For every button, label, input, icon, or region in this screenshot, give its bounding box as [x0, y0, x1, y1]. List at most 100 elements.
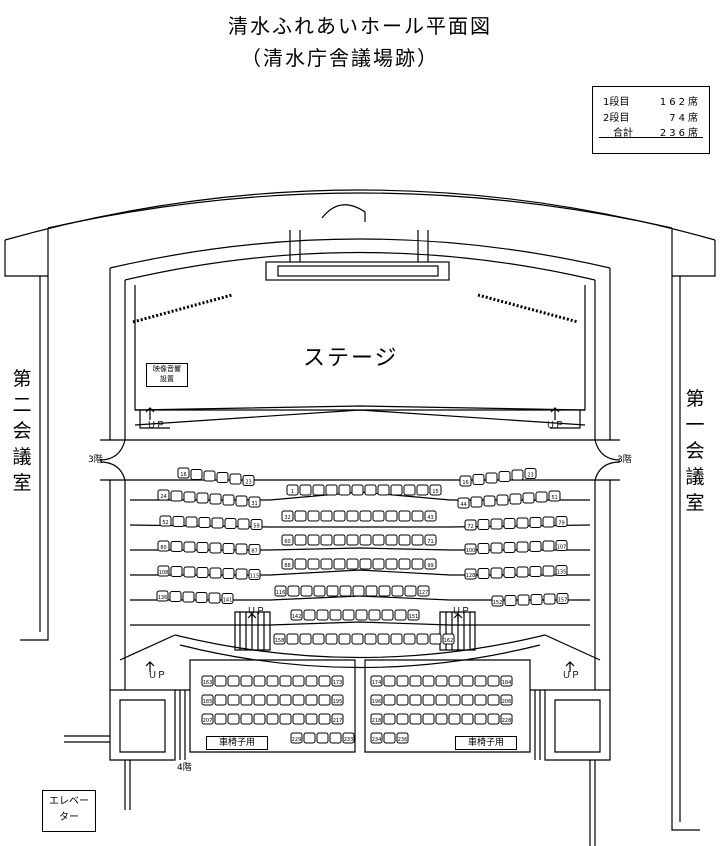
seat: [157, 489, 170, 501]
seat: [368, 609, 381, 621]
left-room-wall: [20, 276, 49, 641]
seat: [240, 694, 253, 706]
seat: [331, 675, 344, 687]
seat: [498, 471, 511, 482]
seat: [396, 713, 409, 725]
seat: [209, 493, 222, 505]
seat-number: 157: [558, 598, 568, 604]
seat: [185, 516, 198, 528]
seat: [377, 633, 390, 645]
seat: [524, 468, 537, 479]
seat: [227, 694, 240, 706]
legend-value: 236席: [659, 128, 701, 139]
seat: [503, 567, 516, 578]
legend-value: 74席: [669, 113, 701, 124]
seat-number: 174: [372, 680, 382, 686]
seat: [248, 569, 261, 580]
seat: [203, 470, 216, 482]
seat: [182, 591, 195, 603]
seat: [385, 534, 398, 546]
seat: [422, 675, 435, 687]
seat: [390, 484, 403, 496]
seat: [305, 694, 318, 706]
seat-number: 195: [333, 699, 343, 705]
seat: [201, 713, 214, 725]
seat: [404, 585, 417, 597]
seat-number: 228: [502, 718, 512, 724]
seat: [316, 732, 329, 744]
seat-number: 108: [159, 570, 169, 576]
seat: [177, 467, 190, 479]
seat: [227, 675, 240, 687]
seat-number: 233: [344, 737, 354, 743]
seat: [352, 585, 365, 597]
seat: [370, 713, 383, 725]
seat: [500, 713, 513, 725]
seat: [294, 510, 307, 522]
seat: [331, 713, 344, 725]
seat-number: 158: [275, 638, 285, 644]
seat: [435, 694, 448, 706]
seat-number: 115: [250, 574, 260, 580]
seat: [183, 541, 196, 553]
seat: [214, 713, 227, 725]
seat-number: 128: [466, 573, 476, 579]
seat: [461, 694, 474, 706]
seat-number: 24: [160, 494, 166, 500]
seat: [307, 558, 320, 570]
seat: [183, 491, 196, 503]
seat-number: 99: [427, 563, 433, 569]
wheelchair-space-right: 車椅子用: [455, 736, 517, 750]
seat: [290, 732, 303, 744]
seat: [477, 519, 490, 530]
seat: [201, 694, 214, 706]
seat: [555, 516, 568, 527]
room-label-left-text: 第二会議室: [12, 368, 32, 494]
seat: [491, 595, 504, 607]
seat-number: 236: [398, 737, 408, 743]
seat: [487, 675, 500, 687]
seat: [370, 675, 383, 687]
seat: [157, 540, 170, 552]
seat: [435, 675, 448, 687]
seat-number: 142: [292, 614, 302, 620]
seat: [320, 558, 333, 570]
seat: [169, 591, 182, 602]
seat: [208, 592, 221, 604]
seat: [555, 565, 568, 576]
seat: [543, 593, 556, 605]
seat: [224, 518, 237, 529]
room-label-right-text: 第一会議室: [685, 388, 705, 514]
seat: [266, 694, 279, 706]
seat: [383, 713, 396, 725]
seat: [398, 510, 411, 522]
seat: [516, 517, 529, 529]
seat-number: 88: [284, 563, 290, 569]
up-label-aisle-left: ＵＰ: [247, 607, 266, 617]
seat: [409, 694, 422, 706]
seat-number: 135: [557, 570, 567, 576]
seat: [411, 558, 424, 570]
seat: [211, 517, 224, 529]
seat: [509, 493, 522, 505]
legend-value: 162席: [659, 97, 701, 108]
floor-4-label: 4階: [177, 763, 192, 773]
seat: [442, 633, 455, 645]
seat: [156, 590, 169, 602]
seat-number: 185: [203, 699, 213, 705]
seat: [338, 633, 351, 645]
seat: [214, 694, 227, 706]
seat-row-5-left: 108 115: [157, 565, 261, 580]
seat-number: 71: [427, 539, 433, 545]
seat: [294, 558, 307, 570]
av-equipment-line-1: 映像音響: [153, 365, 181, 373]
seat: [286, 633, 299, 645]
seat: [477, 568, 490, 579]
seat: [329, 732, 342, 744]
seat: [318, 694, 331, 706]
